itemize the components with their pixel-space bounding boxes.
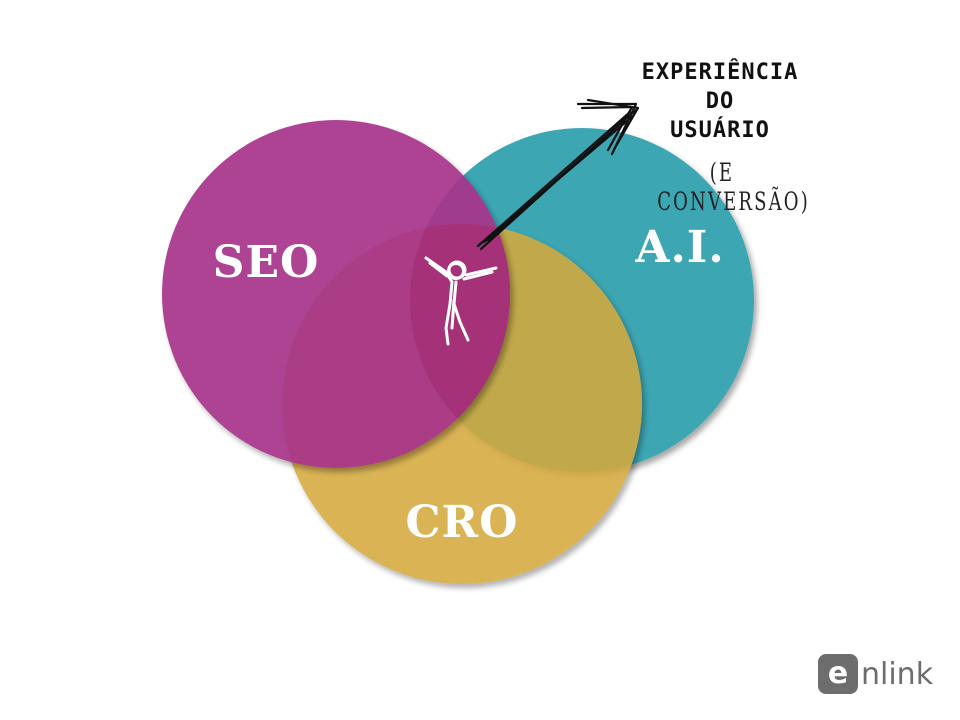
seo-circle <box>162 120 510 468</box>
annotation-user-experience: EXPERIÊNCIA DO USUÁRIO <box>612 58 828 145</box>
stick-figure-icon <box>424 256 498 346</box>
sketch-arrow-icon <box>476 98 640 251</box>
annotation-line-1: EXPERIÊNCIA <box>641 60 799 85</box>
seo-label: SEO <box>213 237 320 288</box>
logo-text: nlink <box>861 656 934 692</box>
annotation-line-3: USUÁRIO <box>670 118 770 143</box>
cro-label: CRO <box>406 497 519 548</box>
enlink-logo: e nlink <box>818 652 933 696</box>
annotation-subtitle: (E CONVERSÃO) <box>657 158 810 216</box>
ai-label: A.I. <box>634 222 724 273</box>
logo-badge-icon: e <box>818 654 858 694</box>
annotation-line-2: DO <box>705 89 735 114</box>
